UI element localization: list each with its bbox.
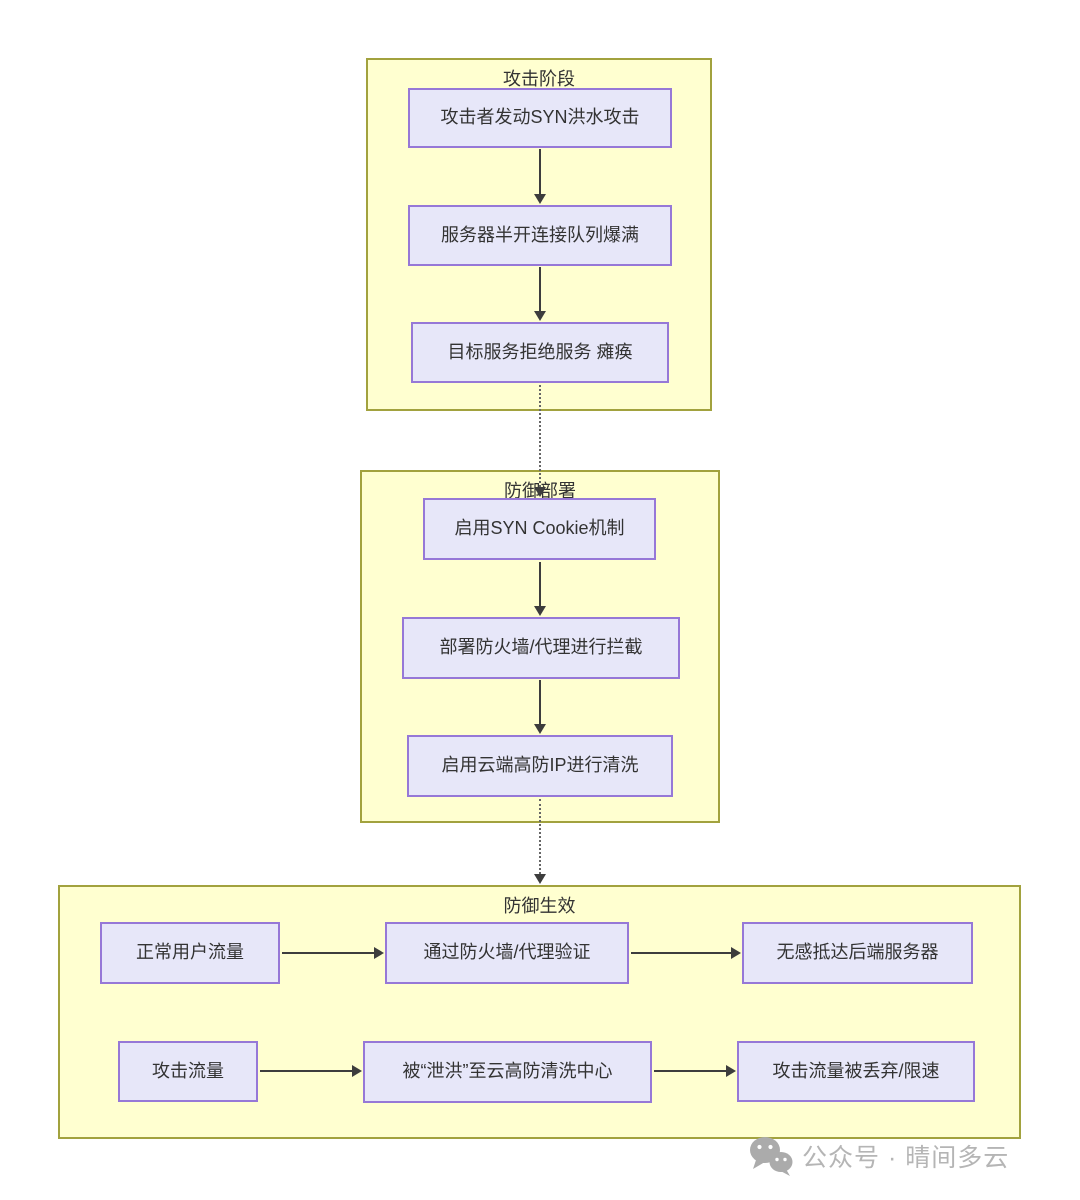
arrow-down-defense-2-3-icon — [534, 680, 546, 734]
node-attacker-launches-syn-flood: 攻击者发动SYN洪水攻击 — [408, 88, 672, 148]
node-label: 无感抵达后端服务器 — [776, 942, 939, 963]
node-label: 正常用户流量 — [136, 942, 244, 963]
watermark: 公众号 · 晴间多云 — [748, 1136, 1009, 1176]
node-label: 服务器半开连接队列爆满 — [441, 224, 639, 245]
node-label: 目标服务拒绝服务 瘫痪 — [447, 341, 633, 362]
node-label: 通过防火墙/代理验证 — [423, 942, 591, 963]
group-attack-phase-title: 攻击阶段 — [503, 69, 575, 89]
arrow-right-attackflow-2-3-icon — [654, 1065, 736, 1077]
node-attack-traffic-dropped-rate-limited: 攻击流量被丢弃/限速 — [737, 1041, 975, 1102]
node-label: 攻击流量 — [152, 1060, 224, 1081]
node-target-service-dos-paralyzed: 目标服务拒绝服务 瘫痪 — [411, 322, 669, 383]
arrow-right-normal-2-3-icon — [631, 947, 741, 959]
arrow-down-attack-2-3-icon — [534, 267, 546, 321]
node-label: 被“泄洪”至云高防清洗中心 — [402, 1061, 613, 1082]
node-enable-cloud-scrubbing-ip: 启用云端高防IP进行清洗 — [407, 735, 673, 797]
arrow-right-normal-1-2-icon — [282, 947, 384, 959]
node-attack-traffic: 攻击流量 — [118, 1041, 258, 1102]
arrow-down-defense-1-2-icon — [534, 562, 546, 616]
node-label: 攻击流量被丢弃/限速 — [772, 1060, 940, 1081]
node-deploy-firewall-proxy-intercept: 部署防火墙/代理进行拦截 — [402, 617, 680, 679]
node-label: 启用SYN Cookie机制 — [454, 518, 625, 539]
node-label: 攻击者发动SYN洪水攻击 — [440, 107, 640, 128]
dotted-arrow-defense-to-effect-icon — [534, 799, 546, 884]
node-reach-backend-server-seamlessly: 无感抵达后端服务器 — [742, 922, 973, 984]
watermark-text: 公众号 · 晴间多云 — [802, 1144, 1010, 1172]
node-normal-user-traffic: 正常用户流量 — [100, 922, 280, 984]
node-server-half-open-queue-full: 服务器半开连接队列爆满 — [408, 205, 672, 266]
wechat-icon — [750, 1137, 793, 1176]
arrow-down-attack-1-2-icon — [534, 149, 546, 204]
node-diverted-to-cloud-scrubbing-center: 被“泄洪”至云高防清洗中心 — [363, 1041, 652, 1103]
node-label: 启用云端高防IP进行清洗 — [441, 755, 639, 776]
node-label: 部署防火墙/代理进行拦截 — [439, 637, 643, 658]
node-enable-syn-cookie: 启用SYN Cookie机制 — [423, 498, 656, 560]
arrow-right-attackflow-1-2-icon — [260, 1065, 362, 1077]
dotted-arrow-attack-to-defense-icon — [534, 385, 546, 497]
group-defense-in-effect-title: 防御生效 — [503, 896, 576, 916]
node-pass-firewall-proxy-verification: 通过防火墙/代理验证 — [385, 922, 629, 984]
